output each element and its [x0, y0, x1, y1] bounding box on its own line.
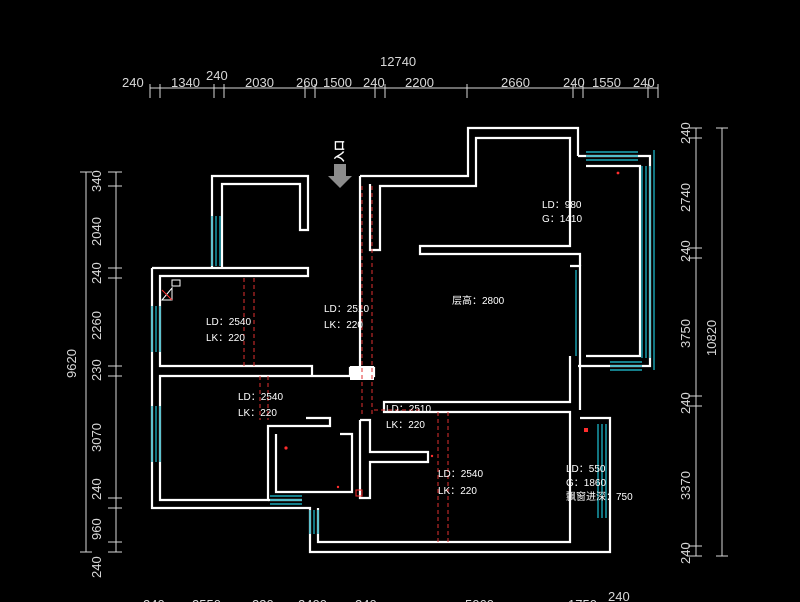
right-total-dim: 10820 — [704, 320, 719, 356]
left-dim: 230 — [89, 359, 104, 381]
room-lk-label: LK：220 — [238, 408, 277, 419]
left-dim: 240 — [89, 556, 104, 578]
top-total-dim: 12740 — [380, 54, 416, 69]
bottom-dim: 2400 — [298, 597, 327, 602]
bottom-dim: 5060 — [465, 597, 494, 602]
left-dim: 3070 — [89, 423, 104, 452]
left-dim: 2260 — [89, 311, 104, 340]
room-sill-label: 飘窗进深：750 — [566, 490, 633, 503]
left-dim: 960 — [89, 518, 104, 540]
room-lk-label: LK：220 — [386, 420, 425, 431]
bottom-dim: 240 — [355, 597, 377, 602]
entrance-arrow-icon — [328, 164, 352, 188]
right-dim: 240 — [678, 240, 693, 262]
top-dim: 2660 — [501, 75, 530, 90]
top-dim: 2030 — [245, 75, 274, 90]
top-dim: 1340 — [171, 75, 200, 90]
right-dimension-chain: 10820 240 2740 240 3750 240 3370 240 — [678, 122, 728, 564]
room-g-label: G：1860 — [566, 478, 606, 489]
right-dim: 2740 — [678, 183, 693, 212]
room-g-label: G：1410 — [542, 214, 582, 225]
room-ld-label: LD：980 — [542, 200, 582, 211]
bottom-dim: 240 — [143, 597, 165, 602]
right-dim: 3750 — [678, 319, 693, 348]
red-markers — [284, 171, 620, 489]
top-dim: 240 — [563, 75, 585, 90]
entrance-marker: 入口 — [328, 140, 352, 188]
left-dim: 2040 — [89, 217, 104, 246]
windows — [151, 150, 655, 534]
utility-symbol — [160, 279, 181, 301]
left-dim: 240 — [89, 478, 104, 500]
room-ld-label: LD：2510 — [324, 304, 369, 315]
top-dim: 1550 — [592, 75, 621, 90]
beam-lines — [243, 186, 449, 542]
left-dim: 340 — [89, 170, 104, 192]
top-dim: 260 — [296, 75, 318, 90]
top-dim: 240 — [633, 75, 655, 90]
room-ld-label: LD：2540 — [438, 469, 483, 480]
room-lk-label: LK：220 — [324, 320, 363, 331]
room-ld-label: LD：2540 — [206, 317, 251, 328]
top-dim: 240 — [122, 75, 144, 90]
bottom-dimension-chain: 240 2550 230 2400 240 5060 1750 240 — [143, 589, 630, 602]
left-dim: 240 — [89, 262, 104, 284]
left-dimension-chain: 9620 340 2040 240 2260 230 3070 240 960 … — [64, 170, 122, 578]
room-lk-label: LK：220 — [206, 333, 245, 344]
left-total-dim: 9620 — [64, 349, 79, 378]
bottom-dim: 240 — [608, 589, 630, 602]
bottom-dim: 1750 — [568, 597, 597, 602]
right-dim: 240 — [678, 122, 693, 144]
bottom-dim: 230 — [252, 597, 274, 602]
entrance-label: 入口 — [333, 140, 346, 162]
bottom-dim: 2550 — [192, 597, 221, 602]
room-height-label: 层高：2800 — [452, 294, 505, 307]
room-ld-label: LD：2510 — [386, 404, 431, 415]
room-ld-label: LD：550 — [566, 464, 606, 475]
top-dimension-chain: 12740 240 1340 240 2030 260 1500 240 220… — [122, 54, 659, 98]
top-dim: 240 — [206, 68, 228, 83]
top-dim: 1500 — [323, 75, 352, 90]
room-lk-label: LK：220 — [438, 486, 477, 497]
right-dim: 240 — [678, 392, 693, 414]
room-ld-label: LD：2540 — [238, 392, 283, 403]
top-dim: 240 — [363, 75, 385, 90]
right-dim: 240 — [678, 542, 693, 564]
room-annotations: LD：2540 LK：220 LD：2510 LK：220 层高：2800 LD… — [206, 200, 633, 503]
top-dim: 2200 — [405, 75, 434, 90]
right-dim: 3370 — [678, 471, 693, 500]
